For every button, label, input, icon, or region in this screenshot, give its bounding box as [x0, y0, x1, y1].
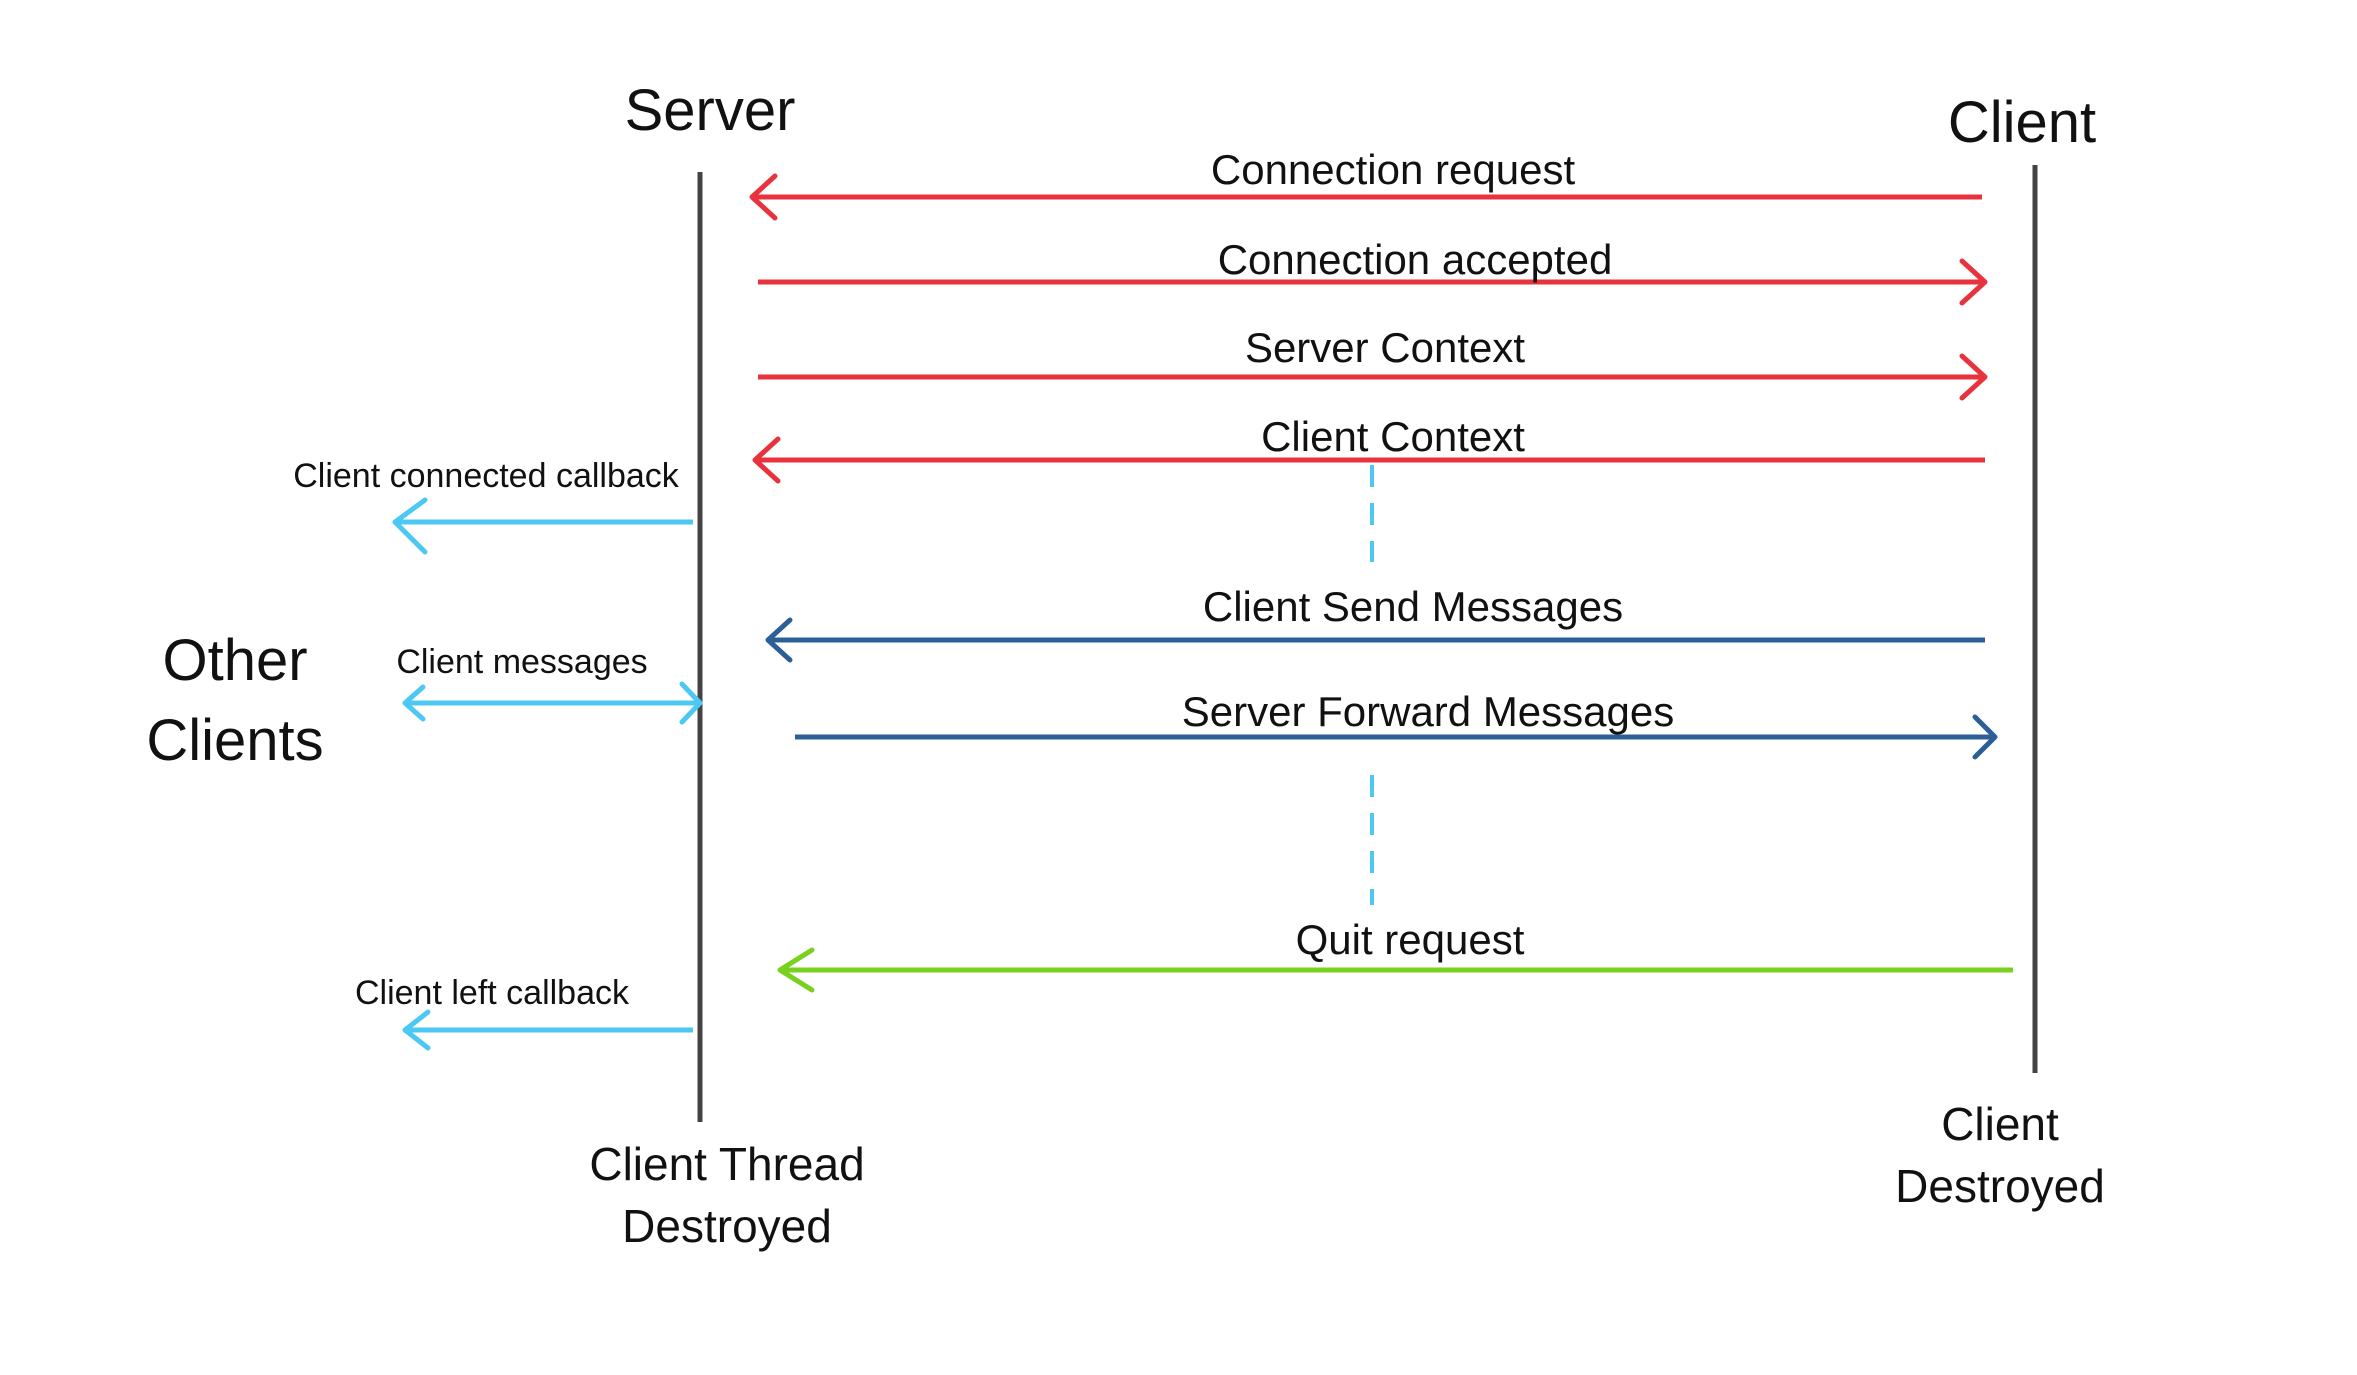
client-messages-label: Client messages — [396, 643, 647, 681]
client-send-messages-arrow — [765, 617, 1985, 663]
connection-request-label: Connection request — [1211, 146, 1576, 193]
connection-request-arrow — [749, 173, 1982, 221]
connection-accepted-arrow — [758, 258, 1988, 306]
client-context-label: Client Context — [1261, 413, 1525, 460]
client-connected-callback-label: Client connected callback — [293, 457, 680, 495]
server-title: Server — [625, 78, 796, 143]
server-forward-messages-arrow — [795, 714, 1998, 760]
server-forward-messages-label: Server Forward Messages — [1182, 688, 1675, 735]
client-context-arrow — [752, 436, 1985, 484]
client-left-callback-label: Client left callback — [355, 974, 630, 1012]
connection-accepted-label: Connection accepted — [1218, 236, 1613, 283]
client-left-callback-arrow — [402, 1009, 693, 1051]
server-end-label-line1: Client Thread — [589, 1138, 864, 1190]
other-clients-label-line2: Clients — [146, 708, 323, 773]
server-end-label-line2: Destroyed — [622, 1200, 832, 1252]
client-messages-arrow — [402, 681, 703, 725]
client-end-label-line1: Client — [1941, 1098, 2059, 1150]
client-title: Client — [1948, 90, 2096, 155]
other-clients-label-line1: Other — [162, 628, 307, 693]
quit-request-label: Quit request — [1296, 916, 1525, 963]
quit-request-arrow — [777, 947, 2013, 993]
client-end-label-line2: Destroyed — [1895, 1160, 2105, 1212]
client-send-messages-label: Client Send Messages — [1203, 583, 1623, 630]
server-context-arrow — [758, 353, 1988, 401]
client-connected-callback-arrow — [392, 497, 693, 555]
server-context-label: Server Context — [1245, 324, 1525, 371]
